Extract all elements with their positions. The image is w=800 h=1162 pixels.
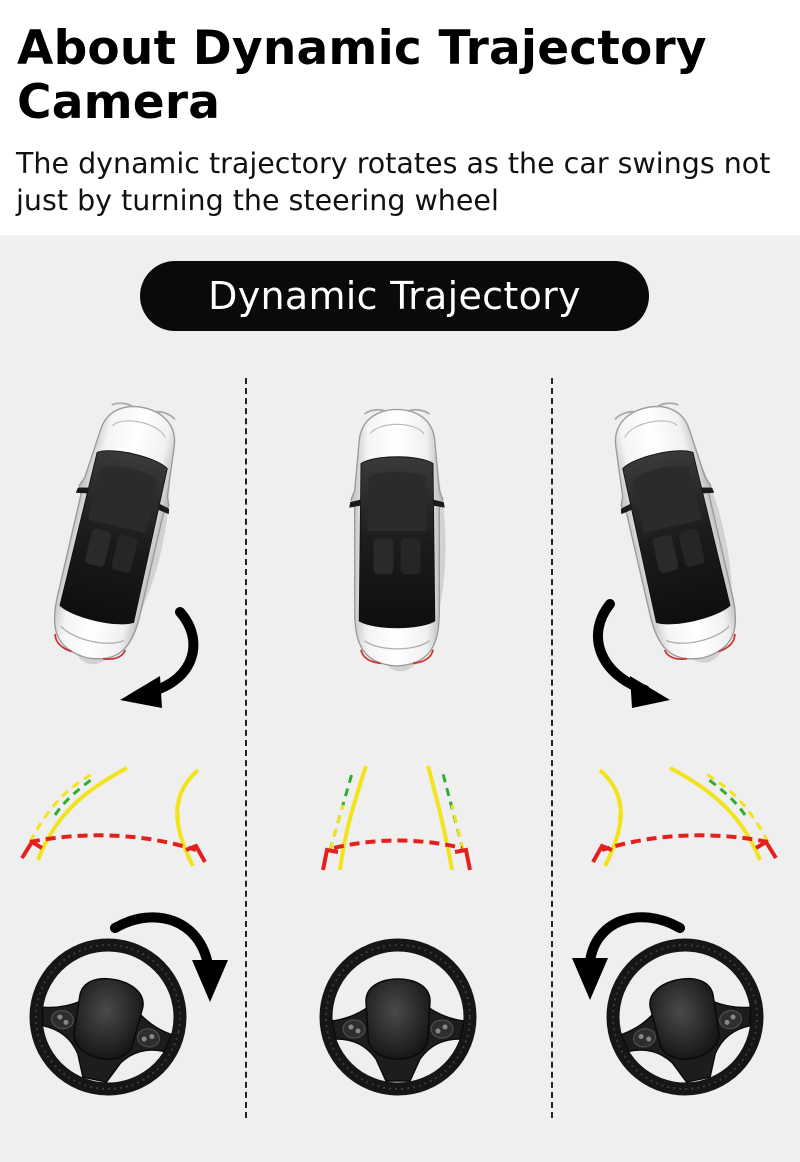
badge-label: Dynamic Trajectory — [208, 274, 581, 318]
dynamic-trajectory-badge: Dynamic Trajectory — [140, 261, 649, 331]
trajectory-guide-left-icon — [20, 766, 207, 867]
steering-wheel-turn-right-icon — [23, 932, 194, 1103]
car-straight-icon — [348, 408, 447, 673]
curved-arrow-right-icon — [110, 912, 228, 1002]
curved-arrow-left-icon — [120, 607, 199, 708]
curved-arrow-right-icon — [592, 599, 670, 708]
car-rotated-right-icon — [598, 396, 753, 675]
steering-wheel-turn-left-icon — [600, 932, 771, 1103]
trajectory-guide-center-icon — [321, 765, 472, 871]
page-title: About Dynamic Trajectory Camera — [17, 21, 707, 130]
car-rotated-left-icon — [38, 396, 193, 675]
trajectory-guide-right-icon — [591, 766, 778, 867]
page-subtitle: The dynamic trajectory rotates as the ca… — [16, 147, 771, 217]
column-divider-right — [551, 378, 553, 1118]
curved-arrow-left-icon — [572, 912, 685, 1000]
column-divider-left — [245, 378, 247, 1118]
steering-wheel-straight-icon — [326, 945, 470, 1089]
header: About Dynamic Trajectory Camera The dyna… — [0, 0, 800, 235]
